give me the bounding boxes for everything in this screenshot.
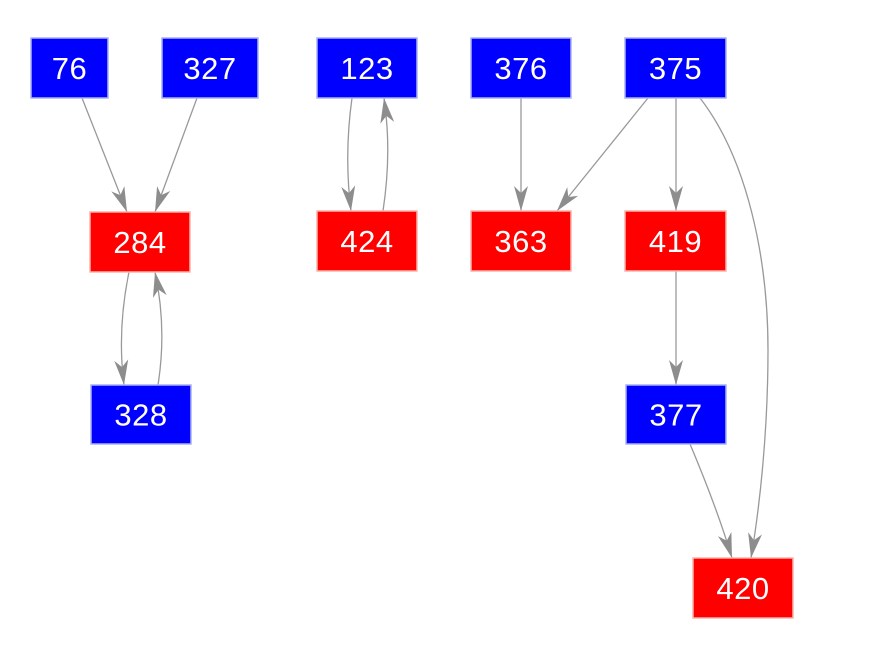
node-label-327: 327 bbox=[183, 51, 236, 86]
node-76[interactable]: 76 bbox=[30, 37, 109, 99]
edge-group bbox=[81, 97, 769, 559]
node-label-328: 328 bbox=[114, 398, 167, 433]
arrowhead-icon-375-419 bbox=[669, 186, 683, 211]
arrowhead-group bbox=[111, 98, 762, 558]
node-424[interactable]: 424 bbox=[316, 210, 418, 272]
node-123[interactable]: 123 bbox=[316, 37, 418, 99]
node-box-377[interactable] bbox=[625, 384, 727, 445]
node-284[interactable]: 284 bbox=[89, 211, 191, 273]
node-box-375[interactable] bbox=[624, 37, 727, 99]
node-label-419: 419 bbox=[649, 224, 702, 259]
arrowhead-icon-284-328 bbox=[114, 359, 129, 385]
node-377[interactable]: 377 bbox=[625, 384, 727, 445]
node-group: 76 327 123 376 375 284 424 363 419 328 377 420 bbox=[30, 37, 794, 619]
node-376[interactable]: 376 bbox=[470, 37, 572, 99]
node-420[interactable]: 420 bbox=[692, 557, 794, 619]
node-box-424[interactable] bbox=[316, 210, 418, 272]
edge-76-284 bbox=[81, 97, 128, 213]
arrowhead-icon-376-363 bbox=[514, 186, 528, 211]
node-label-424: 424 bbox=[340, 224, 393, 259]
node-label-284: 284 bbox=[113, 225, 166, 260]
node-box-328[interactable] bbox=[90, 384, 192, 445]
node-box-420[interactable] bbox=[692, 557, 794, 619]
node-box-376[interactable] bbox=[470, 37, 572, 99]
arrowhead-icon-377-420 bbox=[717, 532, 732, 558]
arrowhead-icon-419-377 bbox=[669, 360, 683, 385]
node-419[interactable]: 419 bbox=[624, 210, 727, 272]
node-label-76: 76 bbox=[52, 51, 87, 86]
arrowhead-icon-375-420 bbox=[748, 532, 762, 558]
node-box-284[interactable] bbox=[89, 211, 191, 273]
arrowhead-icon-375-363 bbox=[557, 187, 579, 211]
node-label-376: 376 bbox=[494, 51, 547, 86]
node-box-327[interactable] bbox=[161, 37, 259, 99]
node-label-420: 420 bbox=[716, 571, 769, 606]
node-327[interactable]: 327 bbox=[161, 37, 259, 99]
node-328[interactable]: 328 bbox=[90, 384, 192, 445]
node-label-377: 377 bbox=[649, 398, 702, 433]
node-label-363: 363 bbox=[494, 224, 547, 259]
node-363[interactable]: 363 bbox=[470, 210, 572, 272]
arrowhead-icon-328-284 bbox=[152, 272, 167, 298]
edge-327-284 bbox=[154, 97, 198, 213]
arrowhead-icon-424-123 bbox=[380, 98, 395, 124]
edge-375-420 bbox=[699, 97, 769, 559]
node-label-375: 375 bbox=[649, 51, 702, 86]
arrowhead-icon-76-284 bbox=[111, 186, 127, 212]
node-375[interactable]: 375 bbox=[624, 37, 727, 99]
arrowhead-icon-123-424 bbox=[341, 185, 356, 211]
node-box-419[interactable] bbox=[624, 210, 727, 272]
node-box-123[interactable] bbox=[316, 37, 418, 99]
edge-375-363 bbox=[556, 97, 649, 212]
node-label-123: 123 bbox=[340, 51, 393, 86]
node-box-76[interactable] bbox=[30, 37, 109, 99]
arrowhead-icon-327-284 bbox=[155, 186, 171, 212]
node-box-363[interactable] bbox=[470, 210, 572, 272]
